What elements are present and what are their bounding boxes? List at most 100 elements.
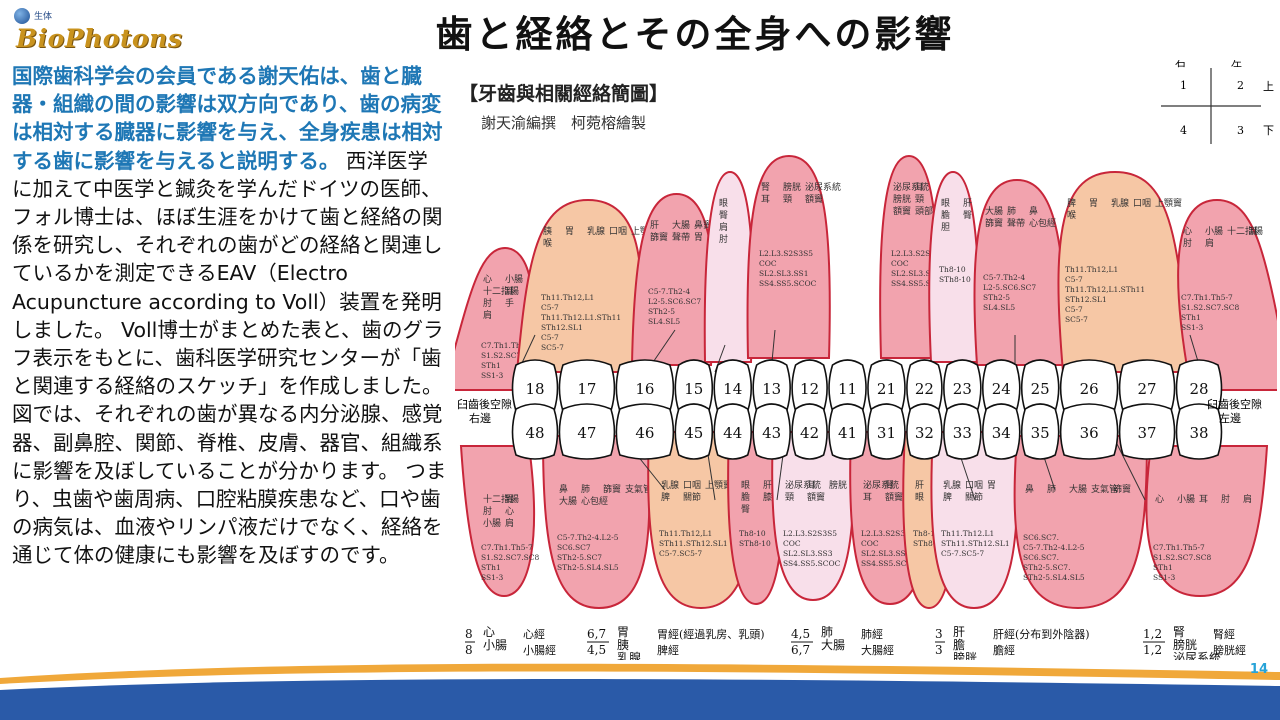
upper-band-spine: SC5-7 xyxy=(1065,315,1088,324)
lower-tooth-number: 33 xyxy=(953,424,972,442)
upper-band-label: 胃 xyxy=(1089,198,1098,209)
upper-band-spine: SC5-7 xyxy=(541,343,564,352)
quadrant-key: 右 左 上 下 1 2 3 4 xyxy=(1161,55,1274,144)
lower-band-spine: STh2-5.SL4.SL5 xyxy=(1023,573,1085,582)
lower-band-4: 眼肝膽膝臀Th8-10STh8-10 xyxy=(727,431,785,606)
legend-organ: 乳腺 xyxy=(617,651,641,660)
lower-tooth-number: 48 xyxy=(525,424,544,442)
lower-band-spine: STh1 xyxy=(1153,563,1173,572)
upper-band-label: 胃 xyxy=(694,232,703,243)
upper-tooth-number: 12 xyxy=(800,380,819,398)
lower-band-spine: SC6.SC7. xyxy=(1023,533,1059,542)
upper-band-spine: C5-7 xyxy=(1065,275,1083,284)
upper-band-spine: S1.S2.SC7.SC8 xyxy=(481,351,539,360)
quadrant-4: 4 xyxy=(1180,124,1187,137)
legend-meridian: 小腸經 xyxy=(523,643,556,657)
legend-organ: 腎 xyxy=(1173,625,1185,639)
side-labels: 臼齒後空隙 右邊 臼齒後空隙 左邊 xyxy=(457,397,1262,425)
quadrant-1: 1 xyxy=(1180,79,1187,92)
upper-band-label: 額竇 xyxy=(805,193,823,205)
upper-band-spine: Th11.Th12,L1 xyxy=(541,293,594,302)
upper-band-spine: Th11.Th12,L1 xyxy=(1065,265,1118,274)
lower-band-label: 篩竇 xyxy=(1113,483,1131,495)
upper-band-label: 上顎竇 xyxy=(1155,197,1182,209)
lower-band-label: 臀 xyxy=(741,504,750,515)
upper-tooth-number: 23 xyxy=(953,380,972,398)
lower-band-label: 心包經 xyxy=(581,495,608,507)
lower-band-shape xyxy=(541,435,651,610)
upper-band-label: 脾 xyxy=(1067,197,1076,209)
legend-meridian: 大腸經 xyxy=(861,643,894,657)
legend-number: 6,7 xyxy=(791,643,810,657)
lower-band-spine: Th8-10 xyxy=(913,529,940,538)
upper-band-label: 心 xyxy=(483,274,492,285)
upper-tooth-18: 18 xyxy=(511,359,559,416)
upper-band-label: 肝 xyxy=(963,198,972,209)
upper-band-label: 膽 xyxy=(941,209,950,221)
diagram-title: 【牙齒與相關經絡簡圖】 xyxy=(459,82,668,105)
logo-orb-icon xyxy=(14,8,30,24)
legend-number: 8 xyxy=(465,643,473,657)
upper-band-label: 喉 xyxy=(543,237,552,249)
upper-band-label: 聲帶 xyxy=(1007,218,1025,229)
upper-tooth-number: 14 xyxy=(723,380,742,398)
upper-tooth-number: 26 xyxy=(1080,380,1099,398)
lower-band-shape xyxy=(1013,435,1149,610)
lower-tooth-31: 31 xyxy=(867,403,906,460)
upper-band-spine: SS4.SS5.SCOC xyxy=(759,279,817,288)
upper-band-shape xyxy=(515,198,643,373)
upper-band-label: 耳 xyxy=(915,182,924,193)
legend-meridian: 腎經 xyxy=(1213,627,1235,641)
upper-band-shape xyxy=(703,170,754,363)
lower-band-spine: SS4.SS5.SCOC xyxy=(783,559,841,568)
lower-band-label: 膽 xyxy=(741,491,750,503)
upper-band-label: 乳腺 xyxy=(587,225,605,237)
upper-band-label: 臀 xyxy=(963,210,972,221)
lower-band-spine: C7.Th1.Th5-7 xyxy=(481,543,533,552)
legend-meridian: 脾經 xyxy=(657,643,679,657)
diagram-credits: 謝天渝編撰 柯菀榕繪製 xyxy=(481,114,646,132)
lower-band-label: 肘 xyxy=(1221,494,1230,505)
upper-band-label: 篩竇 xyxy=(650,231,668,243)
upper-band-label: 肘 xyxy=(1183,238,1192,249)
upper-band-label: 手 xyxy=(505,297,514,309)
lower-band-label: 泌尿系統 xyxy=(785,479,821,491)
lower-tooth-shape xyxy=(943,403,982,460)
lower-tooth-number: 42 xyxy=(800,424,819,442)
lower-tooth-34: 34 xyxy=(981,403,1021,460)
lower-band-label: 眼 xyxy=(741,480,750,491)
upper-band-spine: L2.L3.S2S3S5 xyxy=(891,249,945,258)
lower-band-label: 關節 xyxy=(683,491,701,503)
upper-tooth-number: 11 xyxy=(838,380,857,398)
lower-tooth-number: 41 xyxy=(838,424,857,442)
lower-band-label: 脾 xyxy=(661,491,670,503)
upper-band-spine: SL2.SL3.SS1 xyxy=(759,269,808,278)
lower-band-shape xyxy=(1145,445,1269,598)
upper-band-spine: L2.L3.S2S3S5 xyxy=(759,249,813,258)
upper-band-label: 肘 xyxy=(719,234,728,245)
upper-band-spine: C5-7 xyxy=(541,303,559,312)
lower-tooth-38: 38 xyxy=(1175,403,1223,460)
footer-wave xyxy=(0,663,1280,720)
upper-band-spine: L2-5.SC6.SC7 xyxy=(983,283,1036,292)
body-blue-text: 国際歯科学会の会員である謝天佑は、歯と臓器・組織の間の影響は双方向であり、歯の病… xyxy=(12,64,443,173)
legend-organ: 心 xyxy=(483,625,495,639)
upper-band-spine: STh1 xyxy=(1181,313,1201,322)
lower-band-label: 心 xyxy=(1155,494,1164,505)
upper-band-spine: C7.Th1.Th5-7 xyxy=(1181,293,1233,302)
upper-band-8: 大腸肺鼻篩竇聲帶心包經C5-7.Th2-4L2-5.SC6.SC7STh2-5S… xyxy=(973,178,1069,366)
body-black-text-2: 図では、それぞれの歯が異なる内分泌腺、感覚器、副鼻腔、関節、脊椎、皮膚、器官、組… xyxy=(12,402,447,568)
lower-band-label: 肝 xyxy=(915,480,924,491)
lower-tooth-shape xyxy=(674,403,714,460)
upper-meridian-bands: 心小腸十二指腸耳肘手肩C7.Th1.Th5-7S1.S2.SC7.SC8STh1… xyxy=(441,154,1280,391)
lower-band-spine: SC6.SC7. xyxy=(1023,553,1059,562)
lower-band-spine: STh1 xyxy=(481,563,501,572)
lower-band-spine: SC6.SC7 xyxy=(557,543,591,552)
lower-band-label: 肘 xyxy=(483,506,492,517)
upper-band-label: 腎 xyxy=(761,182,770,193)
teeth-meridian-diagram: 【牙齒與相關經絡簡圖】 謝天渝編撰 柯菀榕繪製 右 左 上 下 1 2 3 4 … xyxy=(441,55,1280,665)
legend-number: 1,2 xyxy=(1143,643,1162,657)
lower-band-label: 胃 xyxy=(987,480,996,491)
